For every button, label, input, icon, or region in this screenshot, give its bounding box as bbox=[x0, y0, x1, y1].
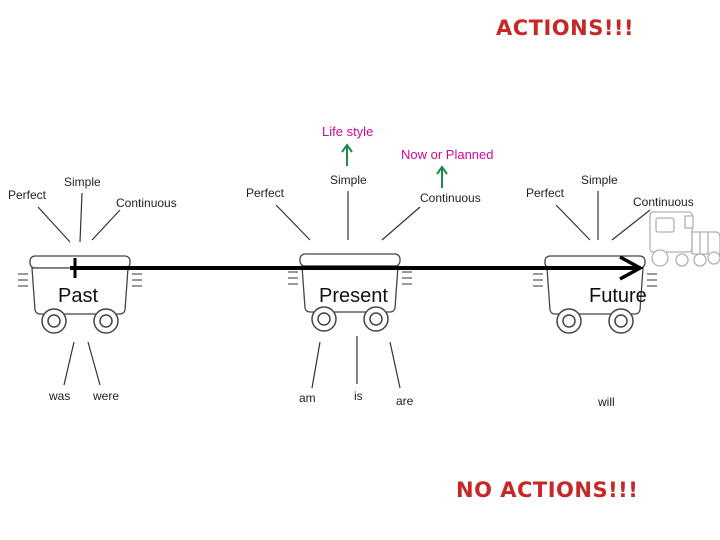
past-verb-lines bbox=[64, 342, 100, 385]
annotation-now-or-planned: Now or Planned bbox=[401, 147, 494, 162]
past-perfect-label: Perfect bbox=[8, 188, 46, 202]
verb-was: was bbox=[49, 389, 70, 403]
locomotive-icon bbox=[650, 212, 720, 266]
verb-am: am bbox=[299, 391, 316, 405]
arrow-up-icon bbox=[342, 145, 352, 166]
tense-label-present: Present bbox=[319, 285, 388, 308]
future-perfect-label: Perfect bbox=[526, 186, 564, 200]
annotation-life-style: Life style bbox=[322, 124, 373, 139]
tense-label-future: Future bbox=[589, 285, 647, 308]
past-continuous-label: Continuous bbox=[116, 196, 177, 210]
present-verb-lines bbox=[312, 336, 400, 388]
present-aspect-lines bbox=[276, 191, 420, 240]
verb-will: will bbox=[598, 395, 615, 409]
verb-is: is bbox=[354, 389, 363, 403]
future-continuous-label: Continuous bbox=[633, 195, 694, 209]
past-aspect-lines bbox=[38, 193, 120, 242]
past-simple-label: Simple bbox=[64, 175, 101, 189]
future-simple-label: Simple bbox=[581, 173, 618, 187]
present-perfect-label: Perfect bbox=[246, 186, 284, 200]
present-simple-label: Simple bbox=[330, 173, 367, 187]
arrow-up-icon bbox=[437, 167, 447, 188]
verb-are: are bbox=[396, 394, 413, 408]
tense-label-past: Past bbox=[58, 285, 98, 308]
present-continuous-label: Continuous bbox=[420, 191, 481, 205]
verb-were: were bbox=[93, 389, 119, 403]
